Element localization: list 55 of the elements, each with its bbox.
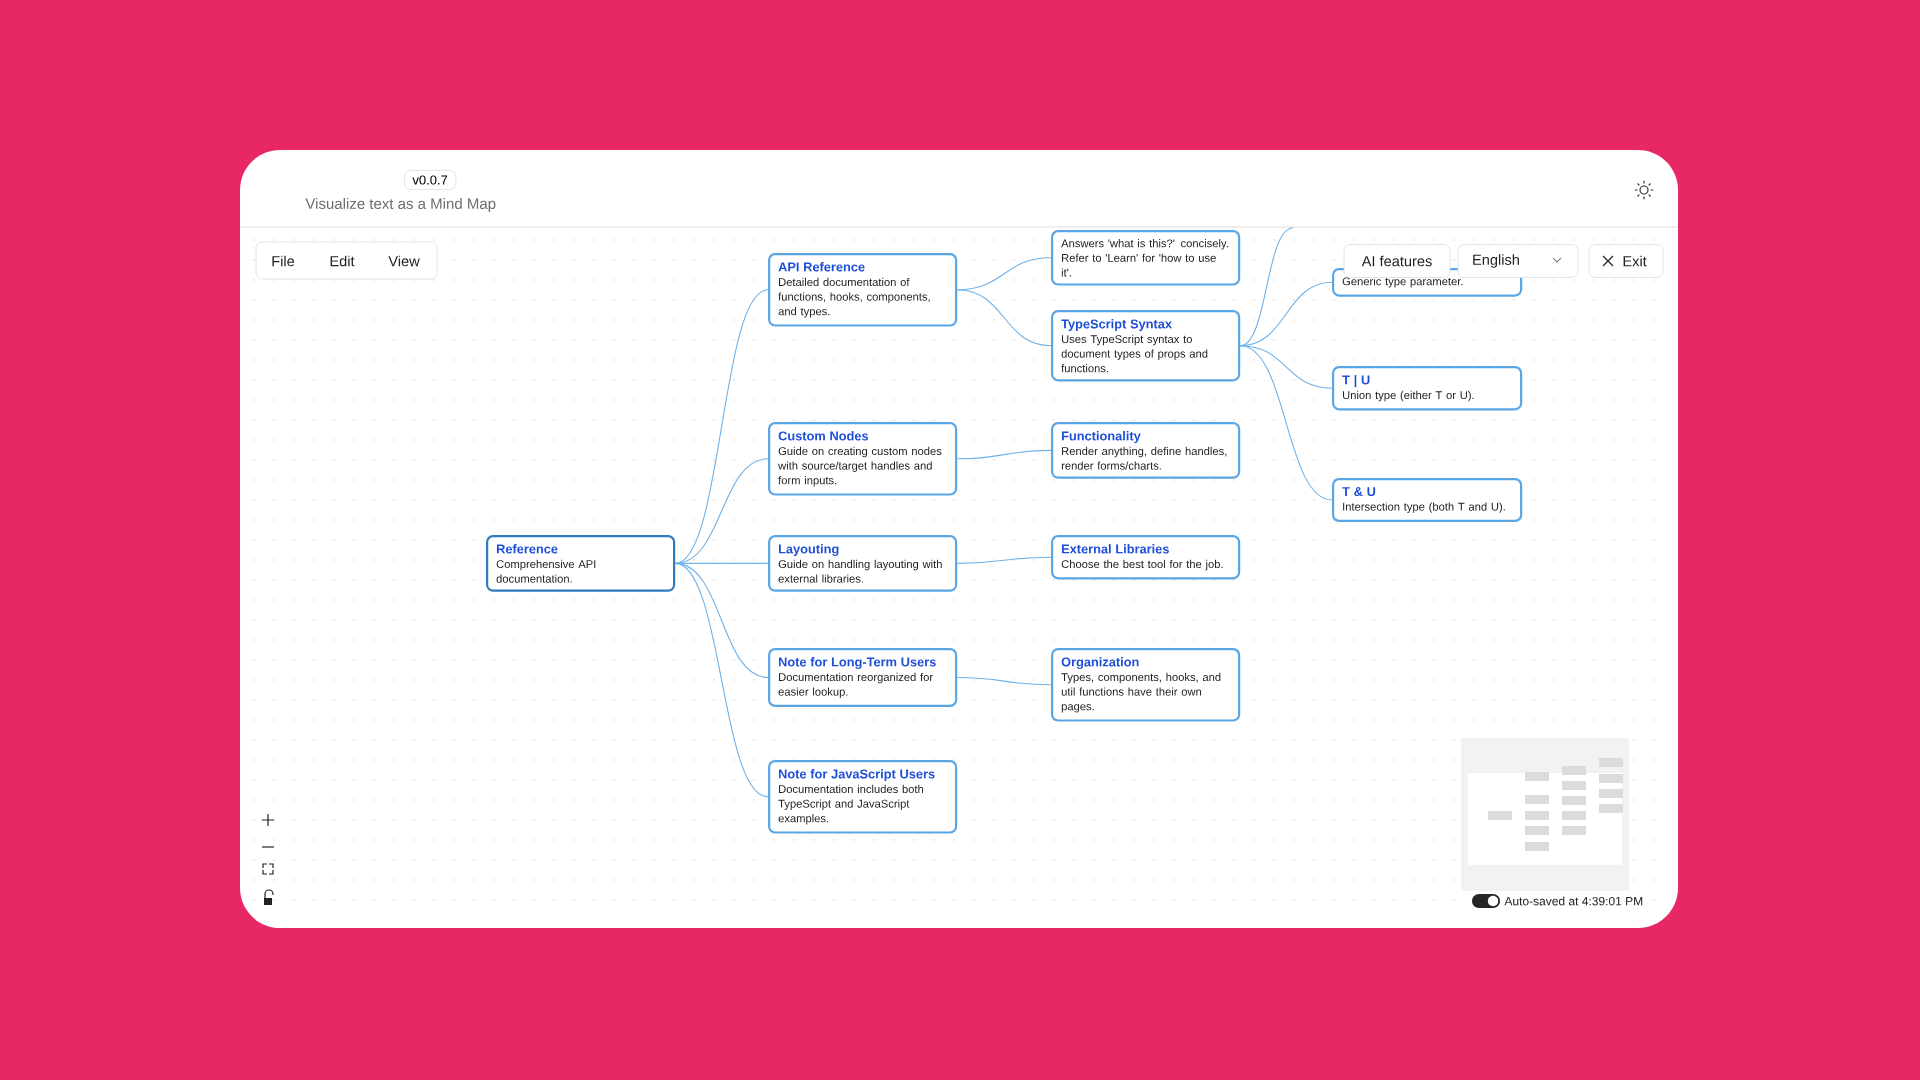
topic-description: Types, components, hooks, and util functions have their own pages. bbox=[1061, 672, 1221, 713]
connector-line bbox=[1239, 345, 1333, 501]
topic-box bbox=[1051, 422, 1241, 479]
language-dropdown: English bbox=[1457, 244, 1579, 278]
topic-description: Render anything, define handles, render forms/charts. bbox=[1061, 446, 1227, 470]
topic-title: Note for JavaScript Users bbox=[778, 769, 935, 782]
topic-box bbox=[768, 648, 958, 707]
topic-box bbox=[768, 253, 958, 327]
connector-line bbox=[956, 556, 1052, 564]
topic-title: Functionality bbox=[1061, 431, 1141, 444]
topic-title: External Libraries bbox=[1061, 544, 1169, 554]
menu-item: Edit bbox=[330, 255, 355, 267]
topic-description: Intersection type (both T and U). bbox=[1343, 502, 1505, 513]
topic-box bbox=[768, 535, 958, 592]
topic-description: Comprehensive API documentation. bbox=[496, 559, 596, 583]
topic-title: Note for Long-Term Users bbox=[778, 657, 936, 670]
autosave-status: Auto-saved at 4:39:01 PM bbox=[1504, 896, 1643, 906]
topic-title: Organization bbox=[1061, 657, 1139, 670]
topic-box bbox=[1332, 478, 1523, 522]
topic-box bbox=[486, 535, 676, 592]
topic-title: API Reference bbox=[778, 262, 865, 272]
connector-line bbox=[956, 676, 1052, 686]
topic-title: TypeScript Syntax bbox=[1061, 319, 1172, 332]
topic-description: Choose the best tool for the job. bbox=[1061, 559, 1223, 571]
topic-description: Generic type parameter. bbox=[1342, 277, 1463, 288]
connector-line bbox=[674, 289, 769, 564]
topic-box bbox=[768, 760, 958, 834]
topic-title: Custom Nodes bbox=[778, 431, 869, 441]
menu-item: File bbox=[272, 255, 295, 267]
topic-box bbox=[1051, 230, 1241, 286]
topic-box bbox=[1332, 366, 1523, 411]
topic-description: Answers 'what is this?' concisely. Refer to 'Learn' for 'how to use it'. bbox=[1061, 239, 1228, 277]
connector-line bbox=[956, 289, 1052, 347]
topic-box bbox=[768, 422, 958, 496]
app-subtitle: Visualize text as a Mind Map bbox=[305, 198, 496, 212]
topic-description: Union type (either T or U). bbox=[1343, 390, 1474, 402]
topic-title: Reference bbox=[496, 544, 558, 554]
topic-description: Uses TypeScript syntax to document types of props and functions. bbox=[1061, 334, 1208, 373]
topic-description: Documentation includes both TypeScript and JavaScript examples. bbox=[778, 784, 924, 825]
topic-box bbox=[1051, 310, 1241, 382]
topic-description: Detailed documentation of functions, hooks, components, and types. bbox=[778, 277, 930, 318]
topic-description: Guide on creating custom nodes with source/target handles and form inputs. bbox=[778, 446, 942, 487]
topic-title: T & U bbox=[1342, 487, 1376, 497]
topic-box bbox=[1051, 535, 1241, 580]
version-badge: v0.0.7 bbox=[404, 170, 457, 190]
connector-line bbox=[956, 449, 1052, 460]
button: AI features bbox=[1343, 244, 1451, 278]
connector-line bbox=[674, 562, 769, 798]
exit-button: Exit bbox=[1588, 244, 1664, 278]
topic-title: Layouting bbox=[778, 544, 839, 557]
topic-box bbox=[1051, 648, 1241, 722]
topic-title: T | U bbox=[1342, 375, 1370, 388]
topic-description: Guide on handling layouting with external libraries. bbox=[778, 559, 942, 583]
topic-description: Documentation reorganized for easier lookup. bbox=[778, 672, 933, 698]
menu-item: View bbox=[388, 255, 420, 267]
